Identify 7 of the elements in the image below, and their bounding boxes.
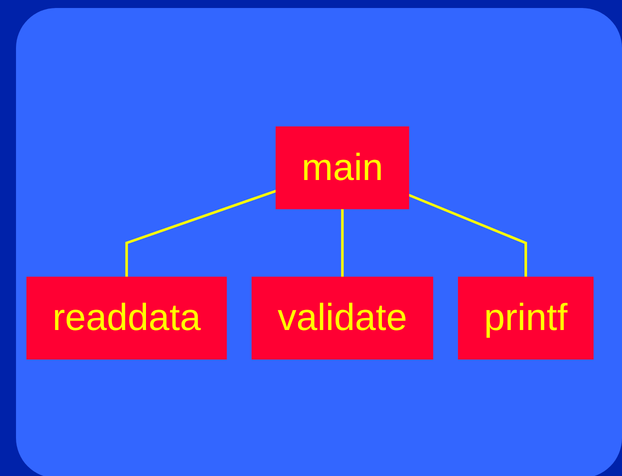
node-box: readdata — [26, 276, 227, 360]
connector — [125, 189, 276, 277]
node-box: main — [276, 126, 410, 209]
node-box: validate — [252, 276, 434, 360]
connector — [341, 208, 344, 277]
node-box: printf — [458, 276, 594, 360]
connector — [408, 193, 528, 277]
